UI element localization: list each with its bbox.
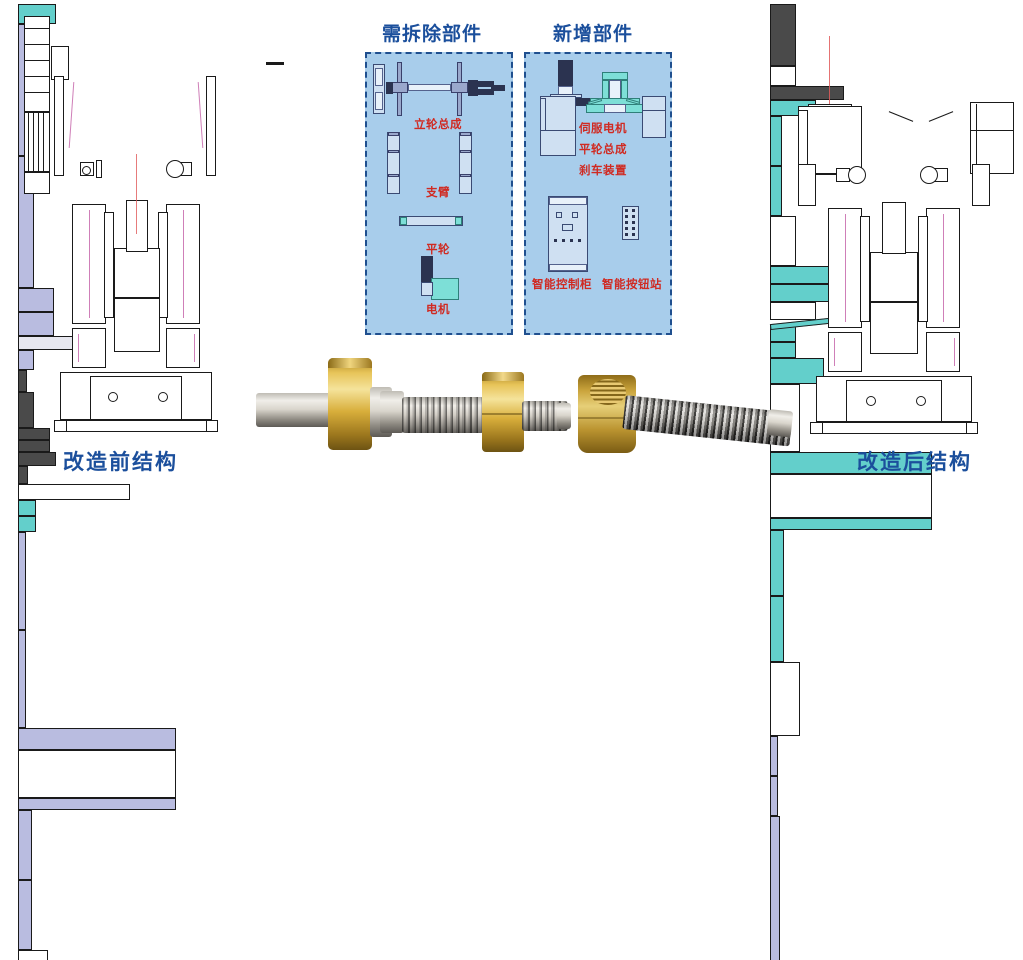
panel-title-remove: 需拆除部件 (382, 23, 483, 45)
panel-components-to-add: 伺服电机 平轮总成 刹车装置 智能控制柜 智能按钮站 (524, 52, 672, 335)
label-brake-device: 刹车装置 (579, 163, 627, 177)
caption-before-retrofit: 改造前结构 (63, 450, 178, 474)
caption-after-retrofit: 改造后结构 (857, 450, 972, 474)
label-smart-control-cabinet: 智能控制柜 (532, 277, 592, 291)
diagram-canvas: 需拆除部件 新增部件 立轮总成 支臂 (18, 4, 1020, 960)
pre-retrofit-machine-drawing (18, 4, 284, 960)
label-smart-button-station: 智能按钮站 (602, 277, 662, 291)
post-retrofit-machine-drawing (769, 4, 1020, 960)
panel-components-to-remove: 立轮总成 支臂 平轮 电机 (365, 52, 513, 335)
label-support-arm: 支臂 (426, 185, 450, 199)
label-vertical-wheel-assembly: 立轮总成 (414, 117, 462, 131)
label-flat-wheel: 平轮 (426, 242, 450, 256)
label-servo-motor: 伺服电机 (579, 121, 627, 135)
panel-title-add: 新增部件 (553, 23, 634, 45)
label-flat-wheel-assembly: 平轮总成 (579, 142, 627, 156)
label-motor: 电机 (426, 302, 450, 316)
lead-screw-nut-photo (252, 345, 794, 465)
